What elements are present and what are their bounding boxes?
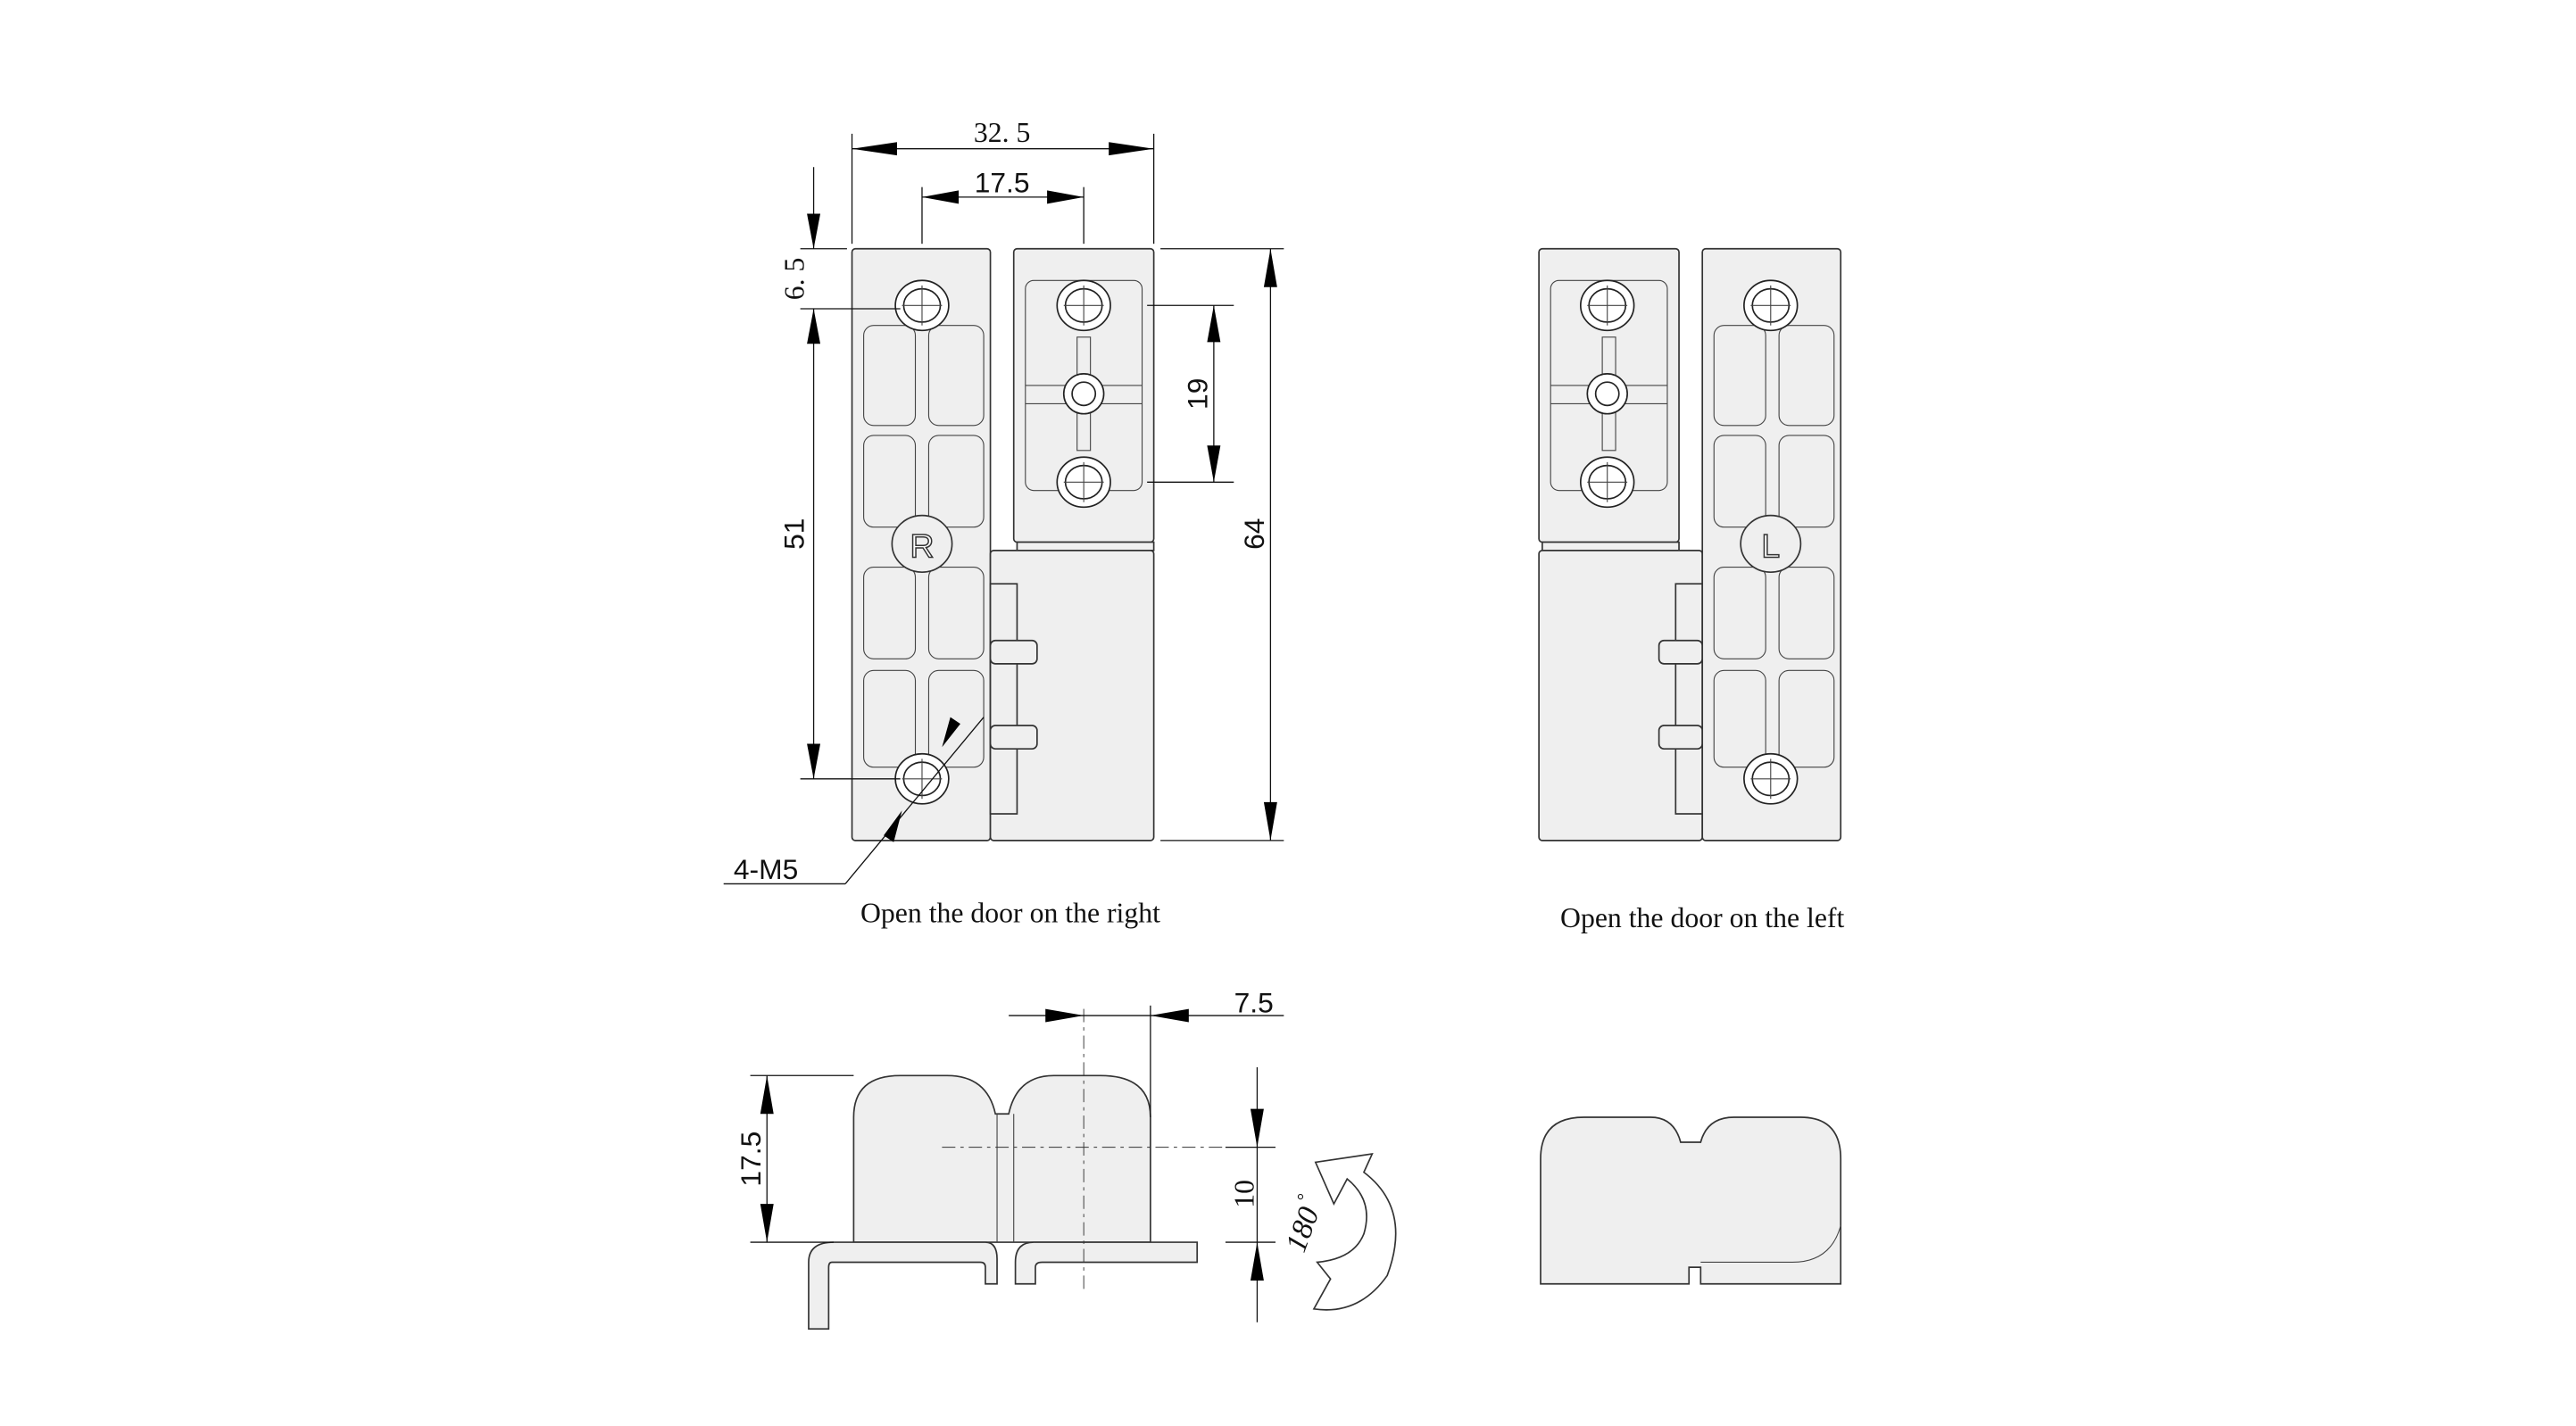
- right-hinge-side-profile: 7.5 17.5 10 180°: [735, 986, 1397, 1331]
- dim-rotation-angle: 180°: [1277, 1192, 1330, 1256]
- screw-hole-icon: [894, 752, 950, 805]
- screw-hole-icon: [894, 279, 950, 332]
- dim-hole-spacing-horizontal: 17.5: [975, 166, 1030, 198]
- left-hinge-side-profile: [1540, 1116, 1842, 1285]
- rotation-arrow-icon: [1312, 1153, 1397, 1311]
- right-hinge-front-view: R 32. 5 17.5 6. 5 51 19 64 4-M5: [723, 117, 1284, 928]
- caption-open-right: Open the door on the right: [860, 897, 1160, 928]
- dim-pin-height: 10: [1229, 1180, 1260, 1208]
- dim-small-hole-spacing: 19: [1181, 378, 1213, 410]
- left-marking: L: [1761, 526, 1780, 564]
- screw-hole-icon: [1579, 279, 1635, 332]
- dim-overall-height: 64: [1238, 518, 1270, 550]
- screw-hole-icon: [1056, 279, 1111, 332]
- screw-hole-icon: [1056, 456, 1111, 509]
- dim-hole-spacing-vertical: 51: [777, 518, 810, 550]
- caption-open-left: Open the door on the left: [1560, 902, 1844, 933]
- dim-overall-width: 32. 5: [974, 117, 1031, 148]
- screw-hole-icon: [1743, 752, 1799, 805]
- right-marking: R: [910, 526, 934, 564]
- dim-profile-height: 17.5: [735, 1132, 767, 1187]
- dim-screw-spec: 4-M5: [734, 853, 798, 885]
- dim-top-offset: 6. 5: [778, 258, 810, 301]
- screw-hole-icon: [1579, 456, 1635, 509]
- left-hinge-front-view: L Open the door on the left: [1538, 247, 1845, 933]
- dim-knuckle-offset: 7.5: [1234, 986, 1274, 1018]
- screw-hole-icon: [1743, 279, 1799, 332]
